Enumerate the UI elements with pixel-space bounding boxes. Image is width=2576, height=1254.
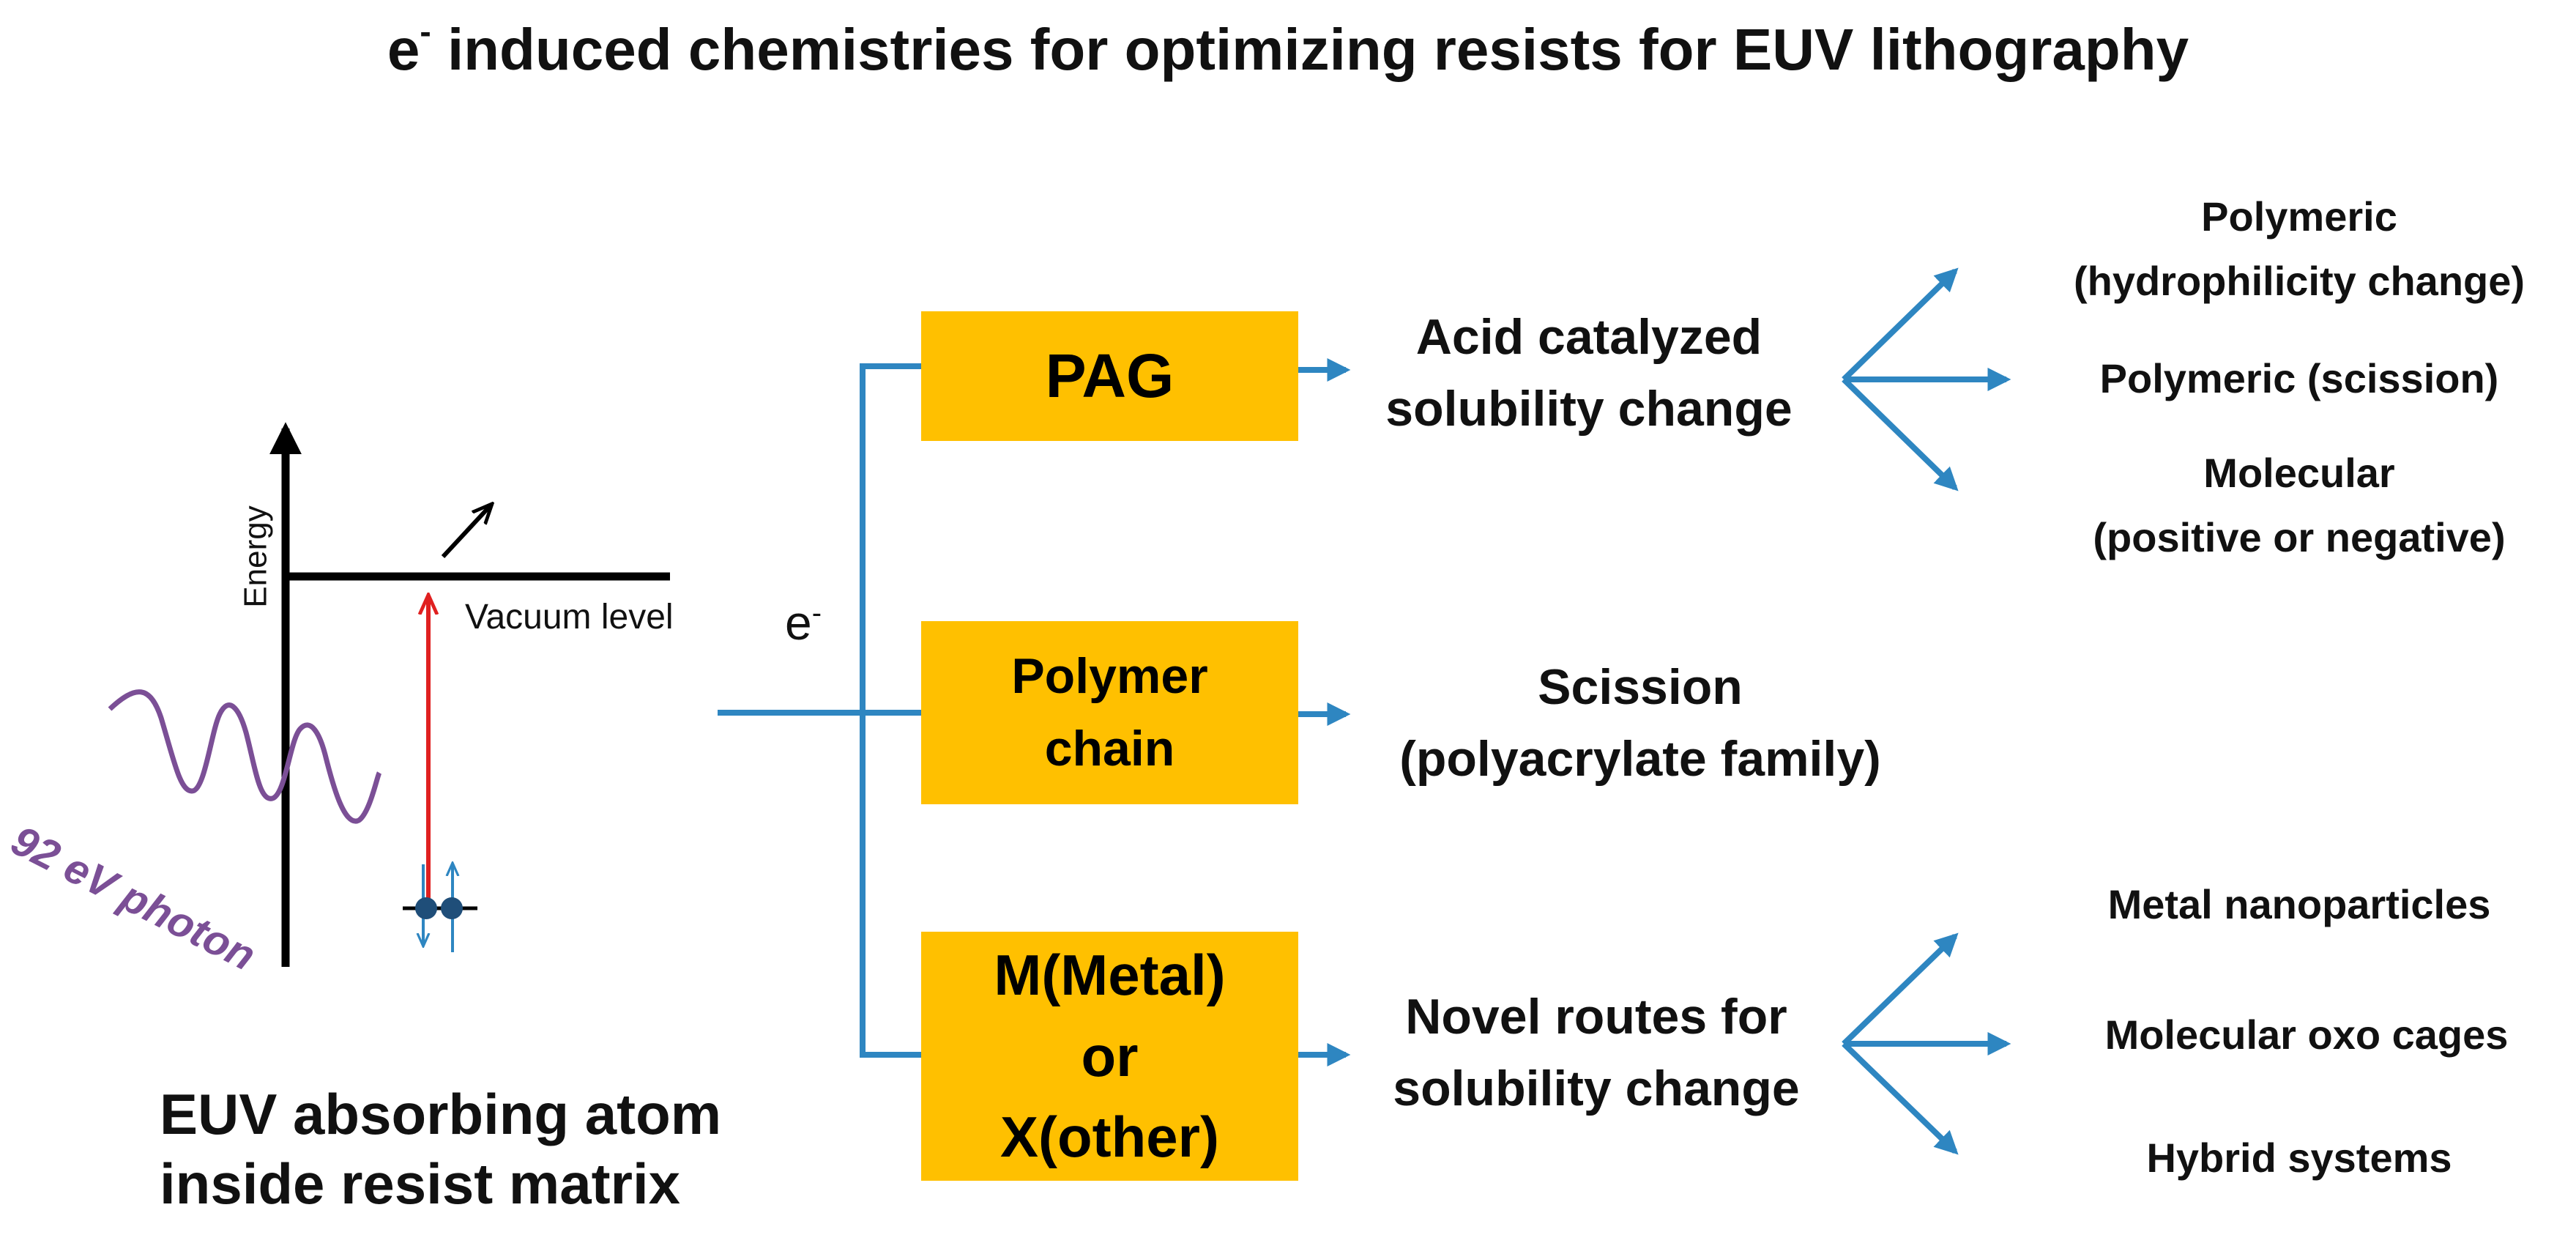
novel-fan-up	[1842, 932, 1959, 1046]
electron-label: e-	[785, 596, 822, 650]
acid-fan-up	[1842, 267, 1959, 382]
acid-branch-molecular: Molecular (positive or negative)	[2093, 450, 2506, 561]
metal-or-other-box: M(Metal) or X(other)	[921, 932, 1298, 1181]
vacuum-level-label: Vacuum level	[465, 598, 674, 637]
escape-arrow	[441, 505, 491, 559]
acid-fan-down	[1842, 377, 1959, 491]
figure-title: e- induced chemistries for optimizing re…	[387, 12, 2189, 82]
electron-dot-1	[415, 897, 437, 919]
novel-branch-metal-nanoparticles: Metal nanoparticles	[2107, 881, 2491, 927]
photon-wave	[108, 689, 382, 824]
bottom-left-caption: EUV absorbing atom inside resist matrix	[160, 1082, 722, 1217]
energy-axis-label: Energy	[237, 505, 274, 608]
acid-catalyzed-outcome: Acid catalyzed solubility change	[1385, 309, 1793, 437]
novel-routes-outcome: Novel routes for solubility change	[1393, 989, 1800, 1116]
electron-dot-2	[441, 897, 463, 919]
polymer-chain-box: Polymer chain	[921, 621, 1298, 804]
pag-box: PAG	[921, 311, 1298, 441]
novel-branch-oxo-cages: Molecular oxo cages	[2104, 1012, 2509, 1058]
acid-branch-scission: Polymeric (scission)	[2099, 355, 2499, 401]
acid-branch-hydrophilicity: Polymeric (hydrophilicity change)	[2073, 193, 2525, 305]
novel-fan-down	[1842, 1042, 1959, 1155]
novel-branch-hybrid: Hybrid systems	[2146, 1135, 2452, 1181]
scission-outcome: Scission (polyacrylate family)	[1399, 659, 1881, 787]
